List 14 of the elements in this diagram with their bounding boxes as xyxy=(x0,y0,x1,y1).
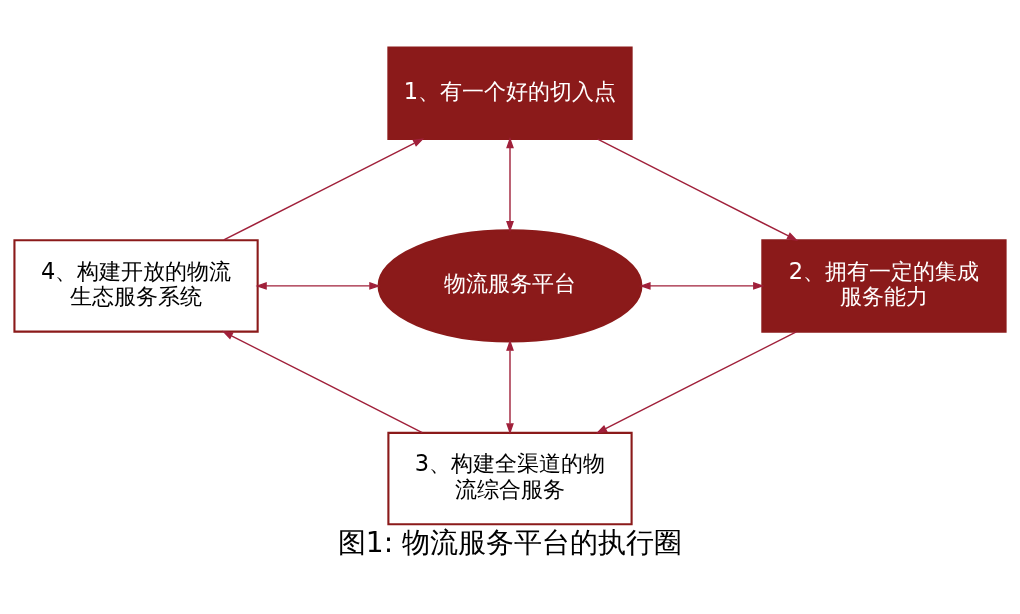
node-ellipse: 物流服务平台 xyxy=(377,229,643,343)
arrow xyxy=(223,138,425,241)
node-box: 2、拥有一定的集成服务能力 xyxy=(761,239,1007,333)
arrow xyxy=(595,331,797,434)
arrow xyxy=(221,330,423,434)
arrow xyxy=(506,339,514,435)
node-box: 3、构建全渠道的物流综合服务 xyxy=(387,431,633,526)
arrow xyxy=(639,281,765,290)
node-box: 4、构建开放的物流生态服务系统 xyxy=(13,239,259,333)
caption: 图1: 物流服务平台的执行圈 xyxy=(337,526,683,560)
arrow xyxy=(596,138,799,241)
arrow xyxy=(506,137,514,233)
node-box: 1、有一个好的切入点 xyxy=(387,46,633,141)
arrow xyxy=(255,281,381,290)
